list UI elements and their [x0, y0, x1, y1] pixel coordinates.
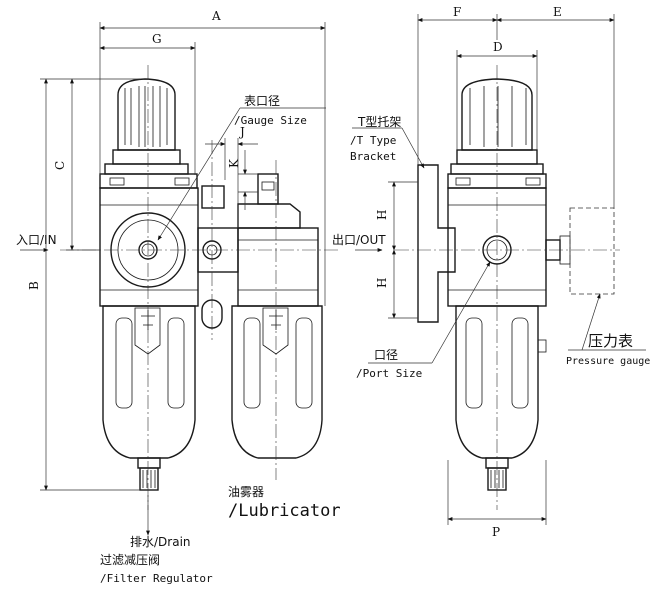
- outlet-label: 出口/OUT: [332, 233, 386, 247]
- dim-c-label: C: [53, 161, 67, 170]
- dim-p-label: P: [492, 525, 500, 539]
- dim-e-label: E: [553, 5, 562, 19]
- port-size-cn-label: 口径: [374, 348, 398, 362]
- dim-f-label: F: [453, 5, 461, 19]
- dim-h-top-label: H: [375, 210, 389, 220]
- port-size-en-label: /Port Size: [356, 367, 422, 380]
- dim-j-label: J: [238, 125, 245, 139]
- left-dimensions: [20, 22, 383, 536]
- t-bracket-en1-label: /T Type: [350, 134, 396, 147]
- gauge-size-en-label: /Gauge Size: [234, 114, 307, 127]
- dim-g-label: G: [152, 32, 162, 46]
- dim-h-bottom-label: H: [375, 278, 389, 288]
- t-bracket-en2-label: Bracket: [350, 150, 396, 163]
- t-bracket-cn-label: T型托架: [357, 115, 401, 129]
- side-view-body: [417, 78, 615, 491]
- pressure-gauge-cn-label: 压力表: [588, 332, 633, 350]
- dim-a-label: A: [211, 9, 221, 23]
- filter-regulator-en-label: /Filter Regulator: [100, 572, 213, 585]
- lubricator-cn-label: 油雾器: [228, 485, 264, 499]
- drain-label: 排水/Drain: [130, 535, 191, 549]
- dim-b-label: B: [27, 281, 41, 290]
- filter-regulator-body: [99, 78, 199, 491]
- right-dimensions: [352, 14, 646, 525]
- lubricator-en-label: /Lubricator: [228, 501, 341, 521]
- inlet-label: 入口/IN: [16, 233, 57, 247]
- filter-regulator-cn-label: 过滤减压阀: [100, 553, 160, 567]
- dim-k-label: K: [227, 158, 241, 168]
- gauge-size-cn-label: 表口径: [244, 94, 280, 108]
- dim-d-label: D: [493, 40, 503, 54]
- lubricator-body: [231, 173, 323, 459]
- pressure-gauge-en-label: Pressure gauge: [566, 356, 650, 367]
